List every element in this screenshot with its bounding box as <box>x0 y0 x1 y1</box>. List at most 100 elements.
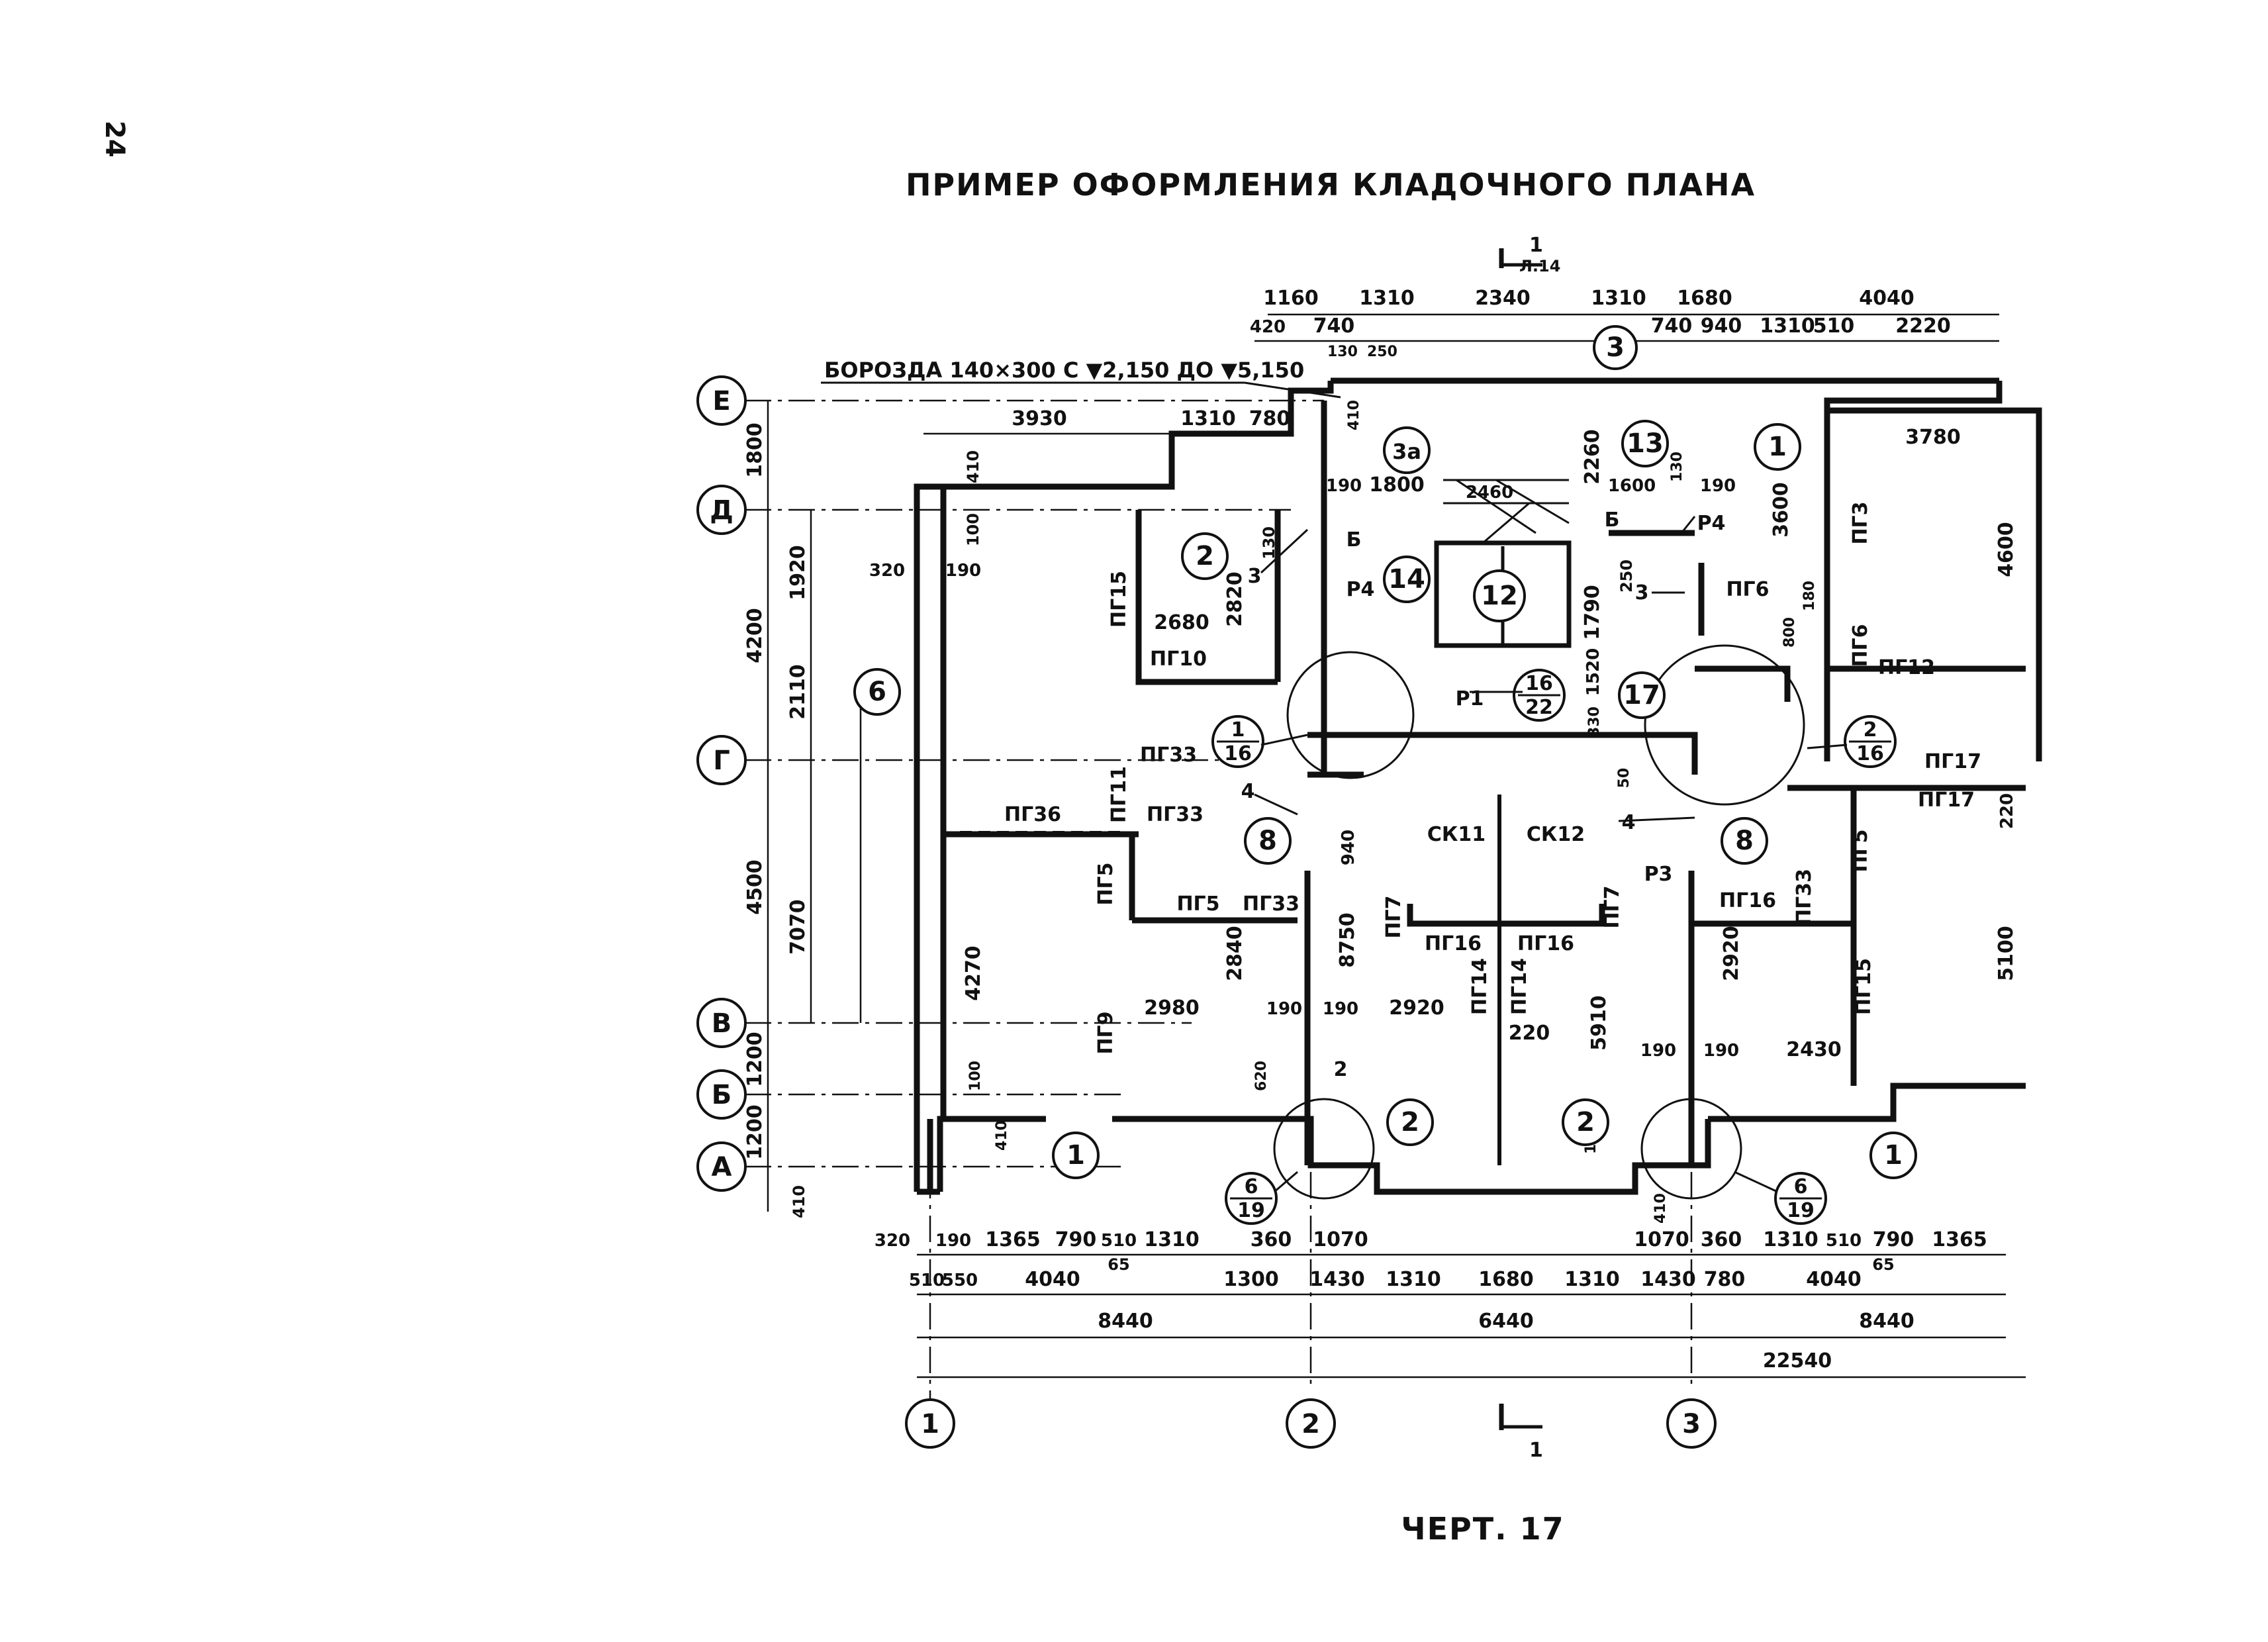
drawing-caption: ЧЕРТ. 17 <box>1401 1511 1564 1547</box>
detail-ref-2-16: 2 16 <box>1844 715 1897 768</box>
callout-2-room: 2 <box>1181 532 1229 580</box>
dim-bottom-8440-right: 8440 <box>1859 1310 1914 1333</box>
detail-ref-6-19-right: 6 19 <box>1774 1172 1827 1225</box>
svg-text:Р1: Р1 <box>1456 687 1484 710</box>
leader-label-4-right: 4 <box>1622 811 1636 834</box>
svg-text:ПГ16: ПГ16 <box>1719 889 1776 912</box>
svg-text:1310: 1310 <box>1180 407 1236 430</box>
svg-text:50: 50 <box>1616 768 1632 789</box>
svg-text:1: 1 <box>1884 1140 1903 1171</box>
svg-text:620: 620 <box>1253 1061 1270 1091</box>
svg-text:ПГ12: ПГ12 <box>1878 656 1935 679</box>
dim-top-1: 1160 <box>1263 287 1319 310</box>
callout-3-top: 3 <box>1593 325 1638 370</box>
svg-text:190: 190 <box>1700 476 1736 496</box>
svg-text:ПГ17: ПГ17 <box>1918 789 1975 812</box>
callout-6: 6 <box>853 668 901 716</box>
page-number: 24 <box>99 121 130 158</box>
svg-text:Е: Е <box>712 386 730 416</box>
svg-text:65: 65 <box>1872 1255 1894 1274</box>
svg-text:940: 940 <box>1339 830 1358 865</box>
callout-2-bottom-left: 2 <box>1386 1098 1434 1146</box>
svg-text:190: 190 <box>1326 476 1362 496</box>
room-dimensions: 3930 1310 780 410 100 320 190 2680 2820 … <box>869 407 2018 1224</box>
section-mark-top: 1 Л.14 <box>1499 234 1560 275</box>
svg-text:3: 3 <box>1606 332 1625 363</box>
svg-text:ПГ7: ПГ7 <box>1601 885 1624 928</box>
svg-text:190: 190 <box>1266 999 1302 1019</box>
svg-text:190: 190 <box>945 561 981 581</box>
svg-text:8: 8 <box>1735 826 1754 856</box>
svg-text:510: 510 <box>1826 1231 1862 1251</box>
svg-text:2980: 2980 <box>1144 996 1200 1020</box>
axis-marker-1: 1 <box>905 1398 955 1449</box>
svg-text:4040: 4040 <box>1025 1268 1080 1291</box>
svg-text:ПГ33: ПГ33 <box>1140 744 1197 767</box>
svg-text:ПГ15: ПГ15 <box>1852 958 1875 1015</box>
svg-text:2: 2 <box>1864 718 1877 742</box>
callout-1-bottom-left: 1 <box>1052 1132 1100 1179</box>
svg-text:ПГ36: ПГ36 <box>1004 803 1061 826</box>
svg-text:1365: 1365 <box>1932 1228 1987 1251</box>
svg-text:ПГ10: ПГ10 <box>1150 648 1207 671</box>
svg-text:3930: 3930 <box>1012 407 1067 430</box>
exterior-walls <box>914 377 2042 1195</box>
svg-text:1430: 1430 <box>1309 1268 1365 1291</box>
dim-left-2: 4200 <box>743 608 767 663</box>
svg-text:16: 16 <box>1856 742 1884 765</box>
svg-text:СК11: СК11 <box>1427 823 1486 846</box>
svg-text:Б: Б <box>1347 528 1362 552</box>
groove-note: БОРОЗДА 140×300 С ▼2,150 ДО ▼5,150 <box>824 358 1304 383</box>
callout-1-bottom-right: 1 <box>1869 1132 1917 1179</box>
callout-17: 17 <box>1618 671 1666 719</box>
axis-marker-b: Б <box>696 1069 747 1120</box>
staircase <box>1443 479 1570 544</box>
dim-top2-3: 740 <box>1651 314 1693 338</box>
detail-ref-16-22: 16 22 <box>1513 669 1566 722</box>
svg-text:2: 2 <box>1576 1107 1595 1137</box>
svg-text:3780: 3780 <box>1905 426 1961 449</box>
callout-13: 13 <box>1621 420 1669 467</box>
svg-text:ПГ5: ПГ5 <box>1176 893 1219 916</box>
svg-text:320: 320 <box>874 1231 910 1251</box>
svg-text:ПГ6: ПГ6 <box>1726 578 1769 601</box>
svg-text:Б: Б <box>1605 508 1620 532</box>
svg-text:100: 100 <box>967 1061 984 1091</box>
svg-text:1790: 1790 <box>1581 585 1604 640</box>
svg-text:1: 1 <box>1529 234 1543 257</box>
svg-text:5100: 5100 <box>1995 926 2018 981</box>
dim-left-4: 2110 <box>786 664 810 720</box>
svg-text:12: 12 <box>1481 581 1518 611</box>
svg-text:ПГ14: ПГ14 <box>1468 958 1491 1015</box>
svg-text:360: 360 <box>1251 1228 1292 1251</box>
svg-text:410: 410 <box>994 1120 1010 1151</box>
svg-text:4600: 4600 <box>1995 522 2018 577</box>
svg-text:ПГ33: ПГ33 <box>1793 869 1816 926</box>
dim-left-9: 410 <box>790 1185 808 1218</box>
svg-text:СК12: СК12 <box>1527 823 1585 846</box>
svg-text:1600: 1600 <box>1608 476 1656 496</box>
svg-text:Р3: Р3 <box>1644 863 1673 886</box>
axis-marker-3: 3 <box>1666 1398 1717 1449</box>
svg-text:1: 1 <box>1529 1439 1543 1462</box>
callout-8-left: 8 <box>1244 817 1292 865</box>
svg-text:22: 22 <box>1525 696 1553 719</box>
callout-2-bottom-right: 2 <box>1562 1098 1609 1146</box>
dim-top2-5: 1310 <box>1760 314 1815 338</box>
dim-left-8: 1200 <box>743 1104 767 1160</box>
svg-text:3а: 3а <box>1392 439 1421 464</box>
svg-text:2260: 2260 <box>1581 429 1604 485</box>
svg-text:220: 220 <box>1997 793 2017 829</box>
svg-text:410: 410 <box>1346 400 1362 430</box>
svg-text:Л.14: Л.14 <box>1519 257 1560 275</box>
svg-text:510: 510 <box>909 1271 945 1290</box>
svg-text:4270: 4270 <box>962 945 985 1001</box>
svg-text:ПГ9: ПГ9 <box>1094 1011 1117 1054</box>
svg-text:1430: 1430 <box>1640 1268 1696 1291</box>
dim-left-7: 1200 <box>743 1032 767 1087</box>
svg-text:ПГ11: ПГ11 <box>1108 766 1131 823</box>
svg-text:1310: 1310 <box>1144 1228 1200 1251</box>
dim-bottom-total: 22540 <box>1763 1349 1832 1373</box>
axis-marker-2: 2 <box>1286 1398 1336 1449</box>
